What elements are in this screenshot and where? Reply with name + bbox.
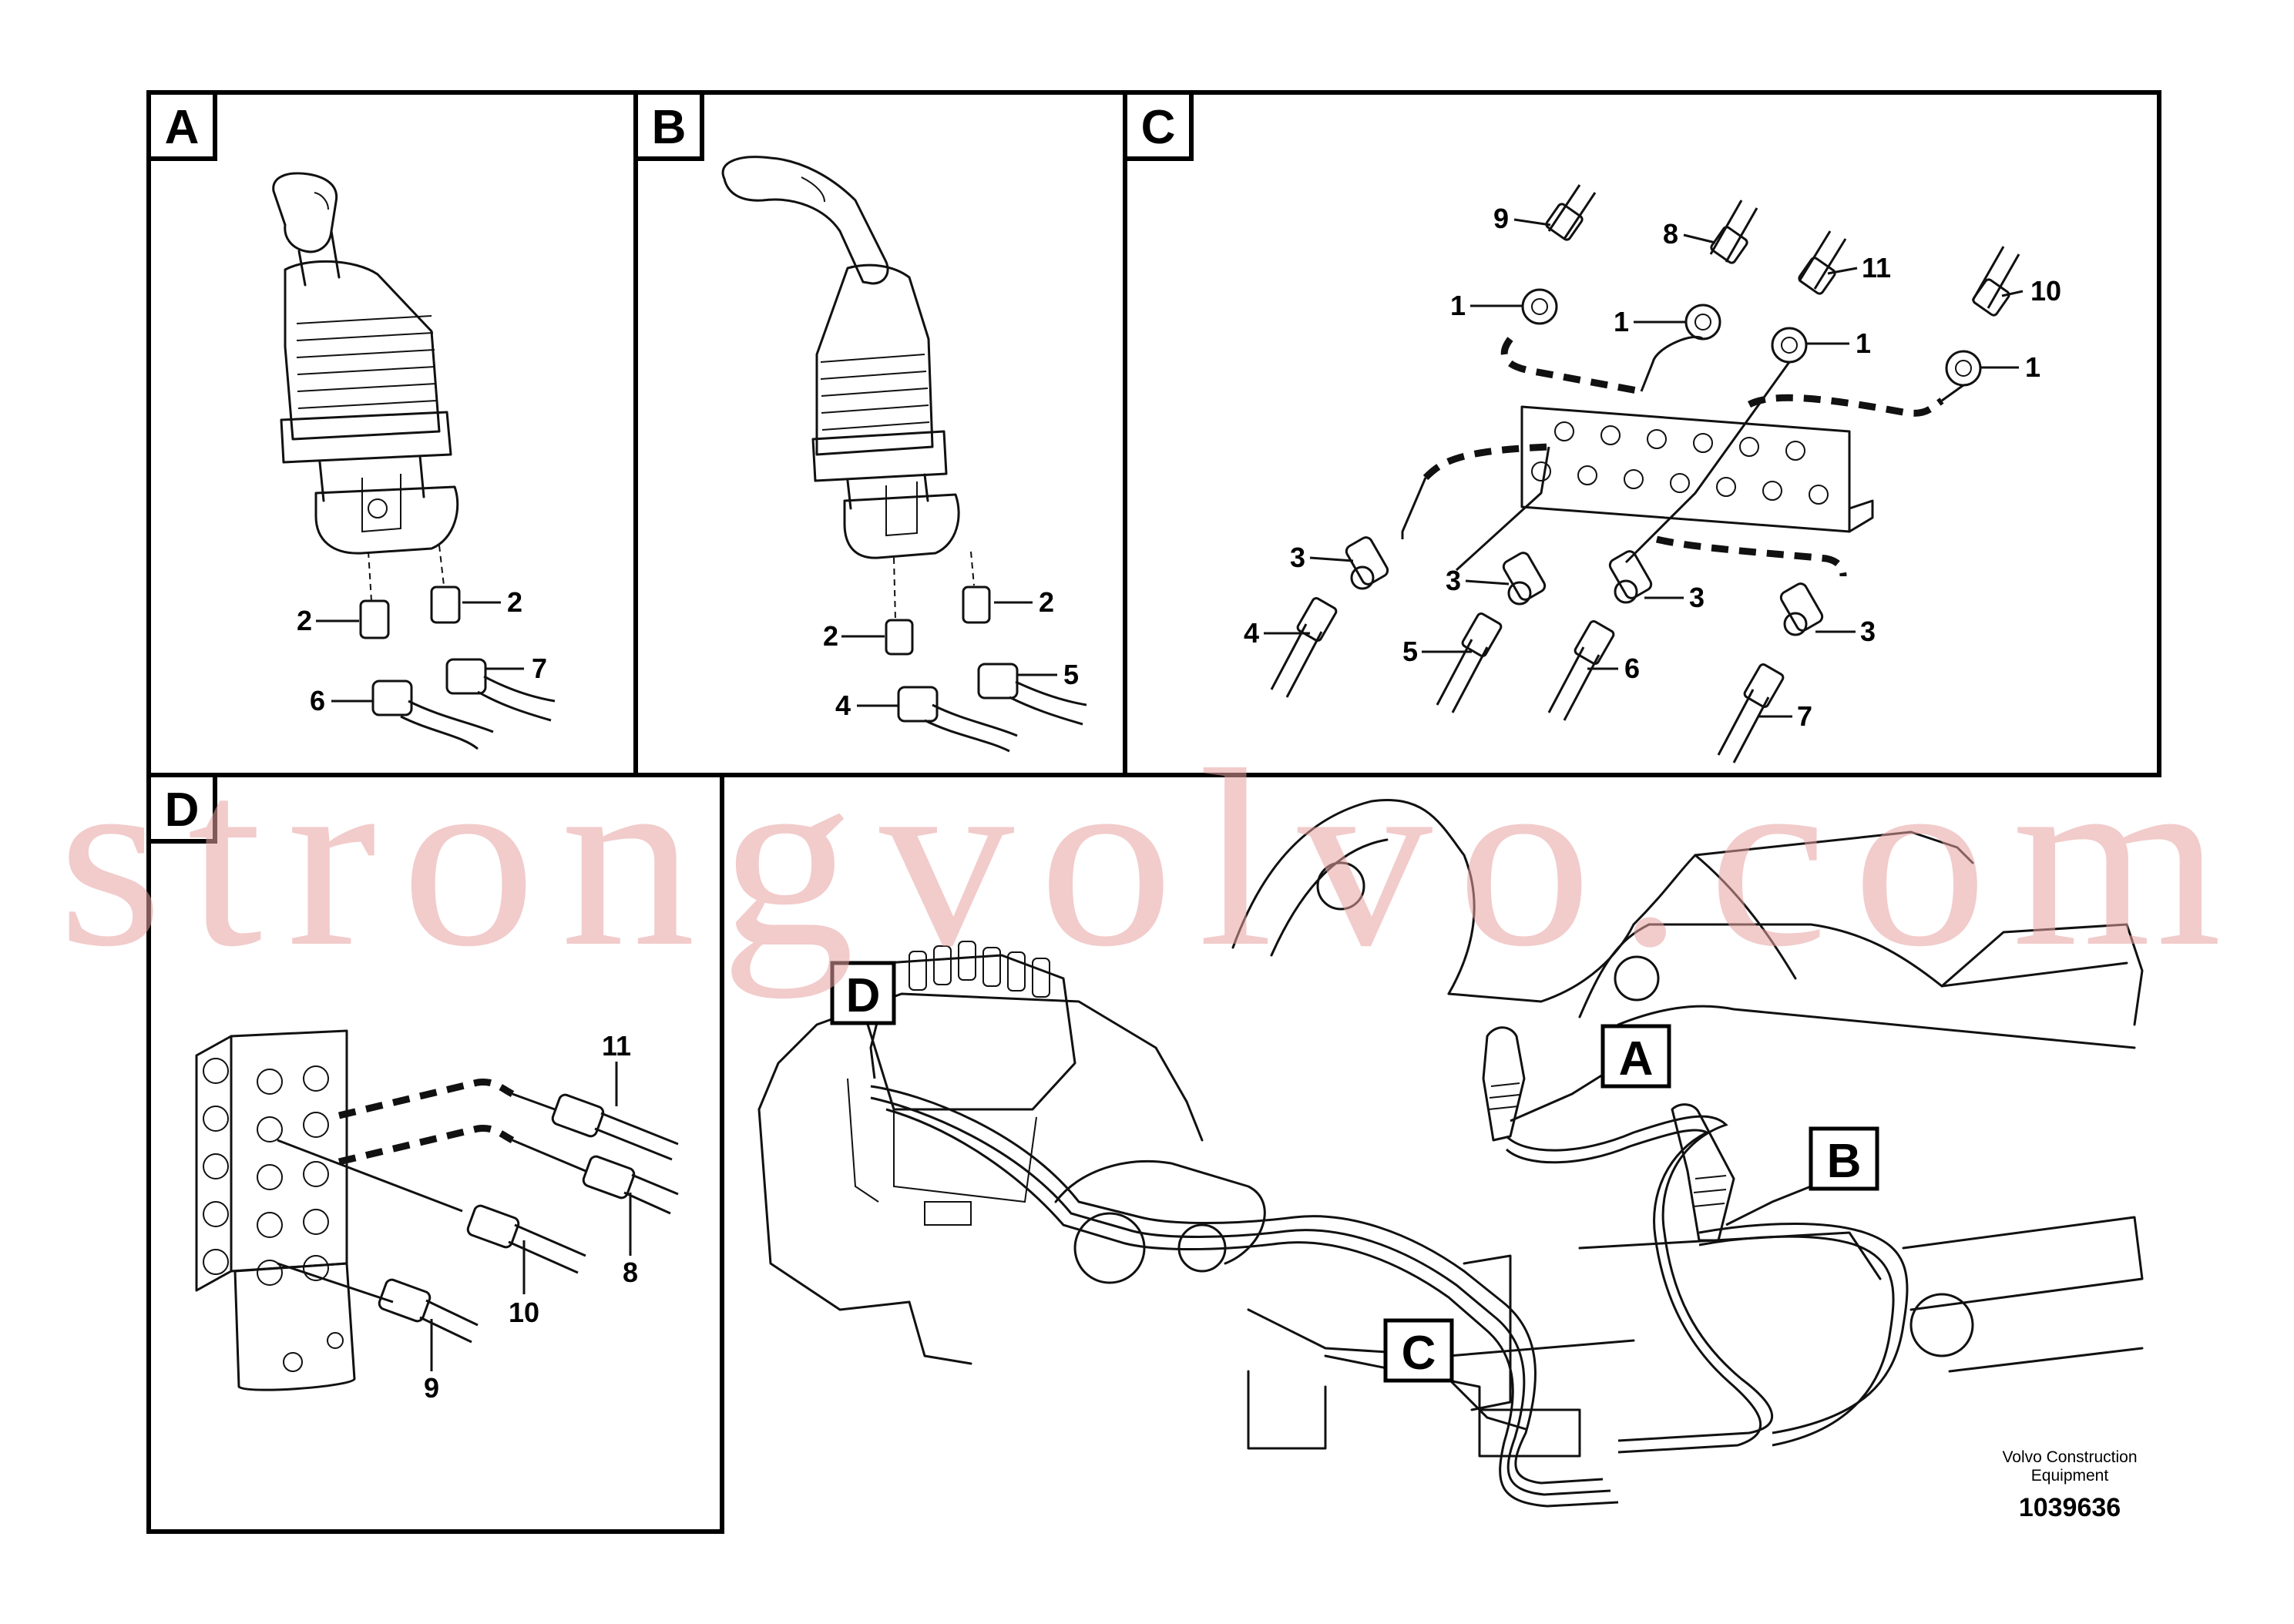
callout-c-3-c: 3 [1689, 582, 1705, 613]
machine-frame [757, 799, 2144, 1450]
panel-b-letter: B [652, 101, 687, 154]
callout-b-4: 4 [835, 690, 851, 721]
panel-d-letter: D [165, 783, 200, 837]
panel-c-letter: C [1141, 101, 1176, 154]
panel-c-letter-box [1123, 90, 1194, 161]
callout-d-11: 11 [602, 1030, 631, 1062]
hoses-lower-c [1270, 536, 1824, 763]
callout-c-11: 11 [1862, 252, 1891, 284]
callout-b-2-left: 2 [823, 620, 838, 652]
joystick-b-illustration [721, 156, 960, 559]
overview-label-a: A [1619, 1032, 1654, 1085]
overview-leaders [869, 1001, 1812, 1431]
panel-a-drawing: 2 2 6 7 [272, 172, 556, 750]
overview-a-box [1600, 1024, 1671, 1089]
callout-c-3-b: 3 [1446, 565, 1461, 596]
hoses-d [277, 1078, 679, 1344]
joystick-a-illustration [272, 172, 459, 555]
overview-b-box [1809, 1126, 1879, 1191]
panel-d-frame [146, 773, 724, 1534]
callout-a-7: 7 [532, 653, 547, 684]
hoses-upper-c [1521, 184, 2020, 387]
panel-frames: A B C D [146, 90, 2161, 1534]
callout-d-9: 9 [424, 1372, 439, 1404]
overview-c-box [1383, 1318, 1454, 1383]
company-name-line2: Equipment [2031, 1467, 2109, 1485]
panel-c-leaders [1264, 218, 2024, 718]
callout-b-2-right: 2 [1039, 586, 1054, 618]
callout-c-1-c: 1 [1856, 327, 1871, 359]
panel-c-frame [1123, 90, 2161, 777]
panel-b-drawing: 2 2 4 5 [721, 156, 1087, 753]
callout-c-10: 10 [2030, 275, 2061, 307]
overview-joystick-left [1482, 1026, 1526, 1142]
callout-c-7: 7 [1797, 700, 1812, 732]
panel-d-drawing: 11 8 10 9 [195, 1029, 679, 1404]
callout-a-2-left: 2 [297, 605, 312, 636]
overview-hoses [870, 1085, 1909, 1508]
panel-d-letter-box [146, 773, 217, 844]
callout-a-6: 6 [310, 685, 325, 716]
callout-c-5: 5 [1402, 636, 1418, 667]
panel-a-leaders [316, 601, 524, 703]
overview-label-d: D [846, 969, 881, 1022]
footer: Volvo Construction Equipment 1039636 [2002, 1448, 2137, 1522]
overview-joystick-right [1671, 1103, 1735, 1242]
callout-c-1-b: 1 [1614, 306, 1629, 337]
panel-d-leaders [430, 1062, 632, 1371]
callout-c-8: 8 [1663, 218, 1678, 250]
fittings-b [885, 551, 1087, 753]
panel-b-leaders [841, 601, 1057, 707]
manifold-d [195, 1029, 356, 1391]
fittings-a [359, 545, 556, 750]
panel-a-letter: A [165, 101, 200, 154]
panel-b-letter-box [633, 90, 704, 161]
overview-drawing: D A B C [757, 799, 2144, 1508]
callout-c-6: 6 [1624, 653, 1640, 684]
callout-d-10: 10 [509, 1297, 539, 1328]
callout-b-5: 5 [1063, 659, 1079, 690]
callout-d-8: 8 [623, 1257, 638, 1288]
bulkhead-plate-c [1520, 405, 1874, 533]
overview-label-b: B [1827, 1135, 1862, 1188]
callout-c-1-a: 1 [1450, 290, 1466, 321]
callout-c-4: 4 [1244, 617, 1259, 649]
callout-c-3-d: 3 [1860, 616, 1876, 647]
panel-a-letter-box [146, 90, 217, 161]
dashed-routes-c [1401, 335, 1964, 577]
callout-c-1-d: 1 [2025, 351, 2040, 383]
watermark-text: strongvolvo.com [58, 718, 2246, 999]
overview-d-box [830, 961, 896, 1025]
company-name-line1: Volvo Construction [2002, 1448, 2137, 1466]
overview-label-c: C [1402, 1327, 1436, 1380]
callout-c-9: 9 [1493, 203, 1509, 234]
control-valve [847, 941, 1076, 1226]
panel-b-frame [633, 90, 1127, 777]
callout-c-3-a: 3 [1290, 542, 1305, 573]
panel-c-drawing: 9 8 11 10 1 1 1 1 3 3 3 3 4 5 6 7 [1244, 184, 2061, 763]
callout-a-2-right: 2 [507, 586, 522, 618]
drawing-number: 1039636 [2019, 1493, 2121, 1522]
